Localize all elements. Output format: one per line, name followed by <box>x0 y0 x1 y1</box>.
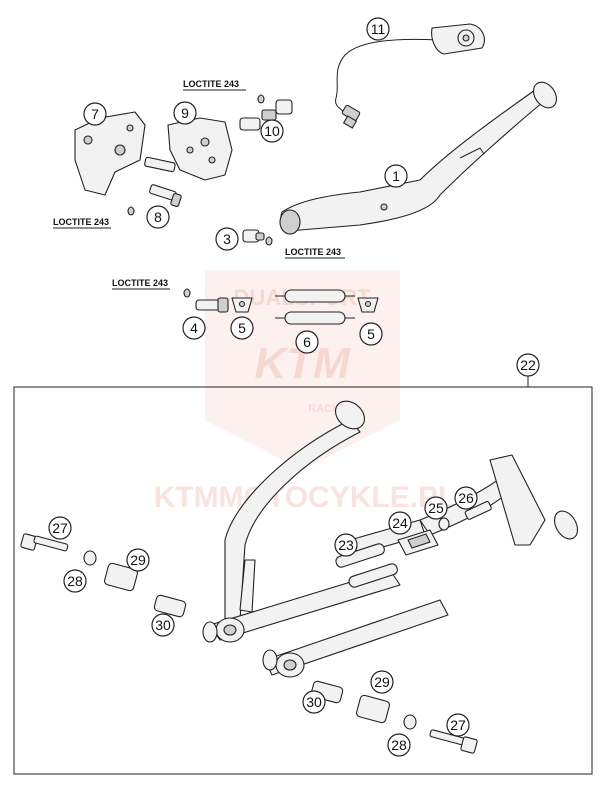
svg-text:22: 22 <box>520 357 536 373</box>
plate-24 <box>397 529 439 556</box>
callout-7: 7 <box>83 102 107 126</box>
spring-plate-left <box>231 297 253 313</box>
springs-6 <box>275 289 355 325</box>
callout-30-right: 30 <box>302 690 326 714</box>
svg-text:30: 30 <box>306 694 322 710</box>
pin-4 <box>195 297 229 313</box>
spring-plate-right <box>357 297 379 313</box>
springs-23 <box>335 543 398 588</box>
svg-text:29: 29 <box>130 552 146 568</box>
sleeve-30-left <box>153 594 187 618</box>
side-stand-switch <box>335 23 485 129</box>
svg-text:4: 4 <box>190 320 198 336</box>
svg-text:7: 7 <box>91 106 99 122</box>
washer-28-left <box>83 550 97 566</box>
callout-1: 1 <box>384 164 408 188</box>
callout-6: 6 <box>295 330 319 354</box>
callout-26: 26 <box>454 486 478 510</box>
loctite-label-10: LOCTITE 243 <box>183 79 239 89</box>
bolt-27-right <box>429 729 478 754</box>
bolt-27-left <box>20 533 69 552</box>
bushing-29-right <box>356 694 390 724</box>
svg-text:1: 1 <box>392 168 400 184</box>
callout-5-left: 5 <box>230 316 254 340</box>
callout-28-left: 28 <box>63 569 87 593</box>
callout-25: 25 <box>424 496 448 520</box>
loctite-label-4: LOCTITE 243 <box>112 278 168 288</box>
svg-text:3: 3 <box>223 231 231 247</box>
svg-text:25: 25 <box>428 500 444 516</box>
loctite-label-3: LOCTITE 243 <box>285 247 341 257</box>
bolt-3 <box>242 229 265 243</box>
plate-9 <box>167 117 233 181</box>
svg-text:27: 27 <box>52 520 68 536</box>
callout-22: 22 <box>516 353 540 377</box>
svg-text:28: 28 <box>391 737 407 753</box>
callout-5-right: 5 <box>359 322 383 346</box>
bracket-7 <box>74 111 146 196</box>
svg-text:10: 10 <box>264 123 280 139</box>
side-stand <box>279 81 558 235</box>
callout-29-left: 29 <box>126 548 150 572</box>
callout-8: 8 <box>146 205 170 229</box>
svg-text:6: 6 <box>303 334 311 350</box>
callout-3: 3 <box>215 227 239 251</box>
svg-text:23: 23 <box>338 537 354 553</box>
bolt-26 <box>464 500 492 520</box>
svg-text:5: 5 <box>367 326 375 342</box>
bolts <box>144 99 293 207</box>
assembly-frame <box>13 386 593 775</box>
loctite-drops <box>127 94 273 298</box>
callout-30-left: 30 <box>151 613 175 637</box>
svg-text:11: 11 <box>371 21 386 37</box>
loctite-label-8: LOCTITE 243 <box>53 217 109 227</box>
callout-9: 9 <box>173 101 197 125</box>
callout-24: 24 <box>388 511 412 535</box>
svg-text:5: 5 <box>238 320 246 336</box>
callout-27-left: 27 <box>48 516 72 540</box>
callout-4: 4 <box>182 316 206 340</box>
callout-11: 11 <box>366 17 390 41</box>
svg-text:24: 24 <box>392 515 408 531</box>
callout-10: 10 <box>260 119 284 143</box>
svg-text:29: 29 <box>374 674 390 690</box>
callout-28-right: 28 <box>387 733 411 757</box>
svg-text:30: 30 <box>155 617 171 633</box>
svg-text:27: 27 <box>450 717 466 733</box>
watermark: DUALSPORT KTM RACING KTMMOTOCYKLE.PL <box>154 270 457 514</box>
svg-text:28: 28 <box>67 573 83 589</box>
washer-28-right <box>403 714 417 730</box>
callout-27-right: 27 <box>446 713 470 737</box>
svg-text:26: 26 <box>458 490 474 506</box>
callout-29-right: 29 <box>370 670 394 694</box>
svg-text:9: 9 <box>181 105 189 121</box>
washer-25 <box>438 517 450 531</box>
watermark-site: KTMMOTOCYKLE.PL <box>154 481 457 514</box>
callout-23: 23 <box>334 533 358 557</box>
svg-text:8: 8 <box>154 209 162 225</box>
bushing-29-left <box>104 562 138 592</box>
